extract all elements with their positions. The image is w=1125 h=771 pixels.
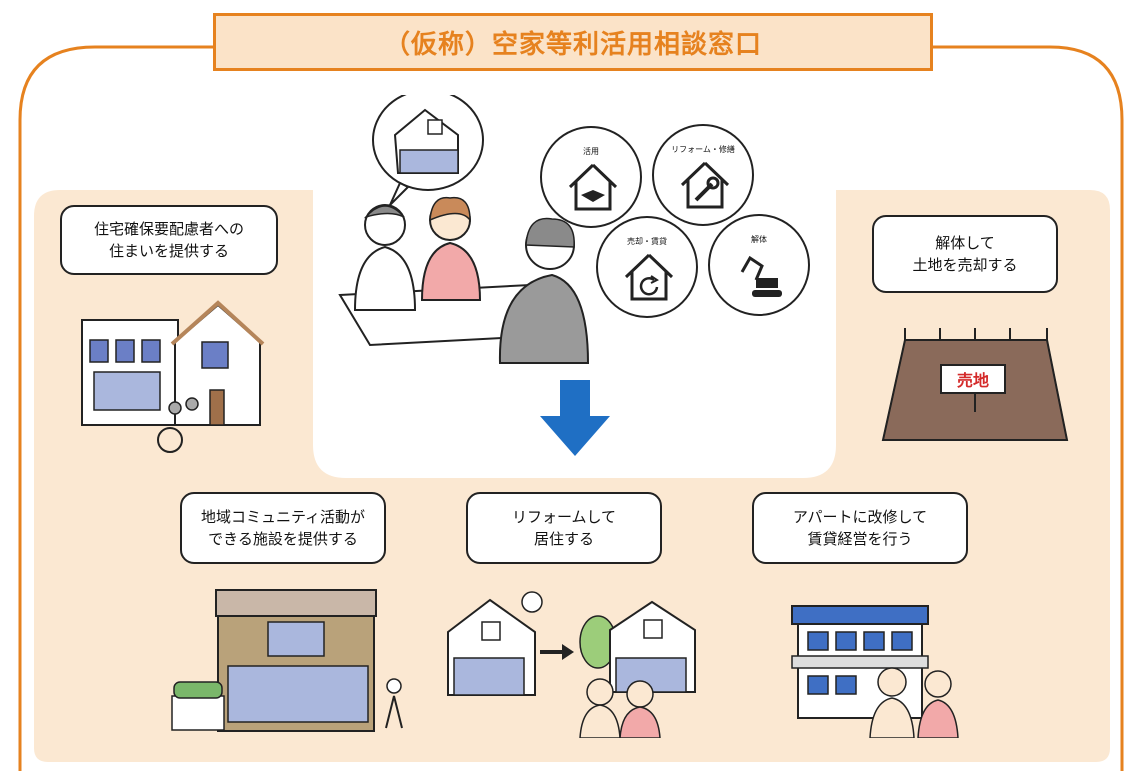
housing-illustration bbox=[81, 300, 265, 453]
apartment-illustration bbox=[791, 605, 959, 738]
consultation-scene-illustration bbox=[338, 95, 590, 364]
for-sale-sign: 売地 bbox=[940, 364, 1006, 394]
cycle-house-icon bbox=[624, 253, 674, 301]
title-banner: （仮称）空家等利活用相談窓口 bbox=[213, 13, 933, 71]
reform-illustration bbox=[447, 591, 696, 738]
excavator-icon bbox=[740, 255, 782, 297]
service-demolish: 解体 bbox=[708, 214, 810, 316]
handshake-house-icon bbox=[568, 163, 618, 211]
community-facility-illustration bbox=[171, 589, 403, 732]
option-apartment-bubble: アパートに改修して 賃貸経営を行う bbox=[752, 492, 968, 564]
service-reform: リフォーム・修繕 bbox=[652, 124, 754, 226]
service-sell-rent: 売却・賃貸 bbox=[596, 216, 698, 318]
service-utilize: 活用 bbox=[540, 126, 642, 228]
option-reform-bubble: リフォームして 居住する bbox=[466, 492, 662, 564]
option-housing-bubble: 住宅確保要配慮者への 住まいを提供する bbox=[60, 205, 278, 275]
wrench-house-icon bbox=[680, 161, 730, 209]
option-community-bubble: 地域コミュニティ活動が できる施設を提供する bbox=[180, 492, 386, 564]
option-demolish-bubble: 解体して 土地を売却する bbox=[872, 215, 1058, 293]
page-title: （仮称）空家等利活用相談窓口 bbox=[383, 29, 762, 60]
arrow-down-icon bbox=[540, 380, 610, 456]
